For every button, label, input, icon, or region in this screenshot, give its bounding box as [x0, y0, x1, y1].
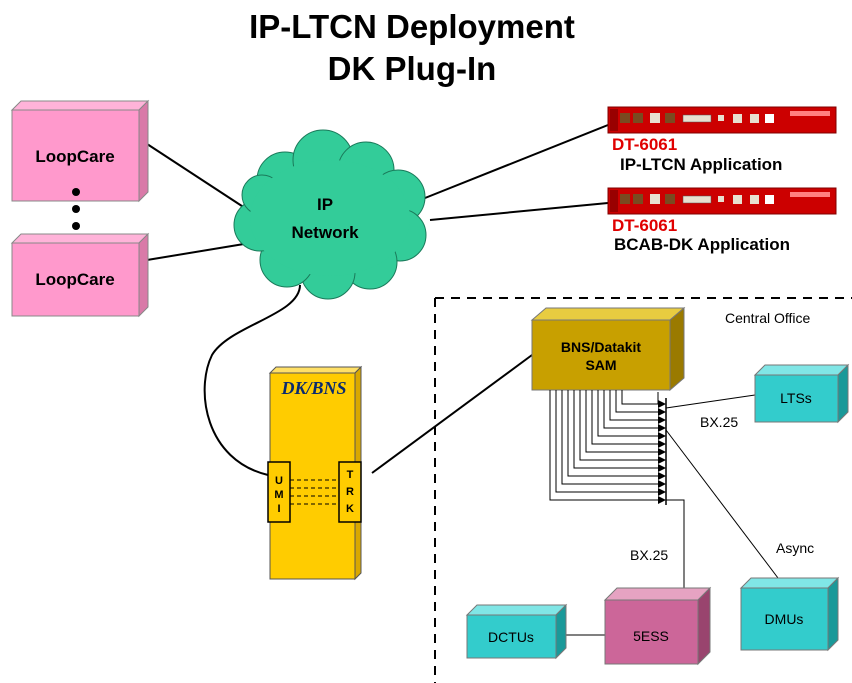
umi-letter-u: U	[275, 475, 283, 487]
link-loopcare1-ipnet	[140, 139, 249, 211]
5ess-label: 5ESS	[633, 628, 669, 644]
dt-device-1: DT-6061 IP-LTCN Application	[607, 106, 837, 174]
dctus-label: DCTUs	[488, 629, 534, 645]
bns-sam-line-1: BNS/Datakit	[561, 339, 641, 355]
umi-letter-i: I	[277, 503, 280, 515]
bx25-top-label: BX.25	[700, 414, 738, 430]
ip-network-line-2: Network	[291, 223, 359, 242]
bns-sam-line-2: SAM	[585, 357, 616, 373]
dk-bns-title: DK/BNS	[280, 378, 346, 398]
bus-connector-arrows	[658, 398, 667, 505]
ellipsis-dots	[72, 188, 80, 230]
link-trk-sam	[371, 354, 533, 474]
link-ipnet-umi	[203, 284, 301, 476]
dt-application-1: IP-LTCN Application	[620, 155, 782, 174]
link-ipnet-dt1	[419, 124, 609, 201]
dt-device-2: DT-6061 BCAB-DK Application	[607, 187, 837, 254]
title-line-1: IP-LTCN Deployment	[249, 8, 575, 45]
ltss-box: LTSs	[753, 363, 850, 424]
link-ipnet-dt2	[429, 202, 609, 221]
bx25-bottom-label: BX.25	[630, 547, 668, 563]
ltss-label: LTSs	[780, 390, 812, 406]
loopcare-box-2: LoopCare	[10, 232, 150, 318]
dt-application-2: BCAB-DK Application	[614, 235, 790, 254]
bns-sam-box: BNS/Datakit SAM	[530, 306, 686, 392]
sam-bus-lines	[549, 390, 658, 501]
trk-letter-r: R	[346, 486, 354, 498]
internal-dashed-links	[290, 479, 339, 505]
dmus-box: DMUs	[739, 576, 840, 652]
ip-network-line-1: IP	[317, 195, 333, 214]
dk-bns-card: DK/BNS U M I T R K	[267, 365, 363, 581]
umi-letter-m: M	[274, 489, 283, 501]
dt-model-1: DT-6061	[612, 135, 677, 154]
ip-network-cloud: IP Network	[233, 129, 427, 300]
dmus-label: DMUs	[765, 611, 804, 627]
endpoint-links	[562, 392, 779, 636]
central-office-boundary	[434, 297, 852, 683]
loopcare-label-2: LoopCare	[35, 270, 114, 289]
async-label: Async	[776, 540, 814, 556]
loopcare-label-1: LoopCare	[35, 147, 114, 166]
link-loopcare2-ipnet	[140, 242, 251, 262]
connection-lines	[140, 124, 609, 476]
central-office-label: Central Office	[725, 310, 811, 326]
dctus-box: DCTUs	[465, 603, 568, 660]
umi-port	[267, 461, 291, 523]
trk-letter-t: T	[347, 469, 354, 481]
title-line-2: DK Plug-In	[328, 50, 497, 87]
dt-model-2: DT-6061	[612, 216, 677, 235]
5ess-box: 5ESS	[603, 586, 712, 666]
loopcare-box-1: LoopCare	[10, 99, 150, 203]
trk-port	[338, 461, 362, 523]
trk-letter-k: K	[346, 503, 354, 515]
